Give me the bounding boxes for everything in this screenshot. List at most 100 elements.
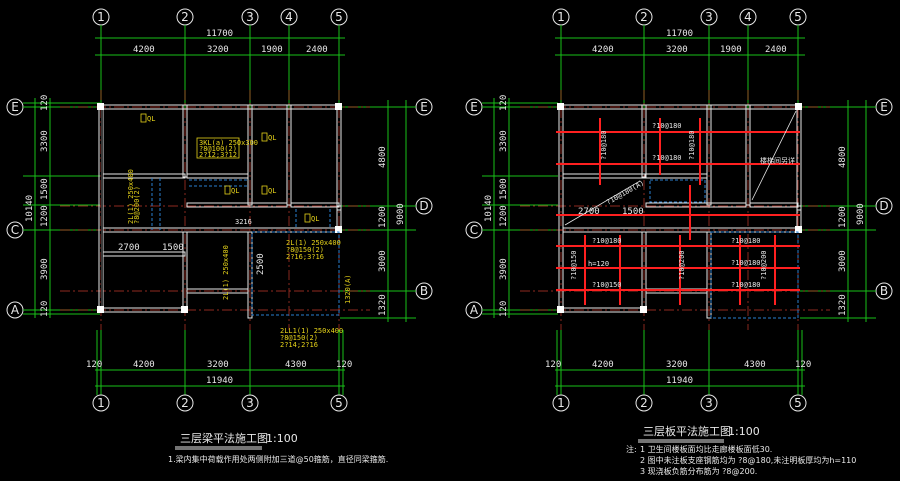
svg-text:1: 1 (97, 396, 105, 410)
svg-text:3KL(a) 250x300: 3KL(a) 250x300 (199, 139, 258, 147)
svg-text:QL: QL (268, 187, 276, 195)
beam-plan-walls (97, 103, 342, 319)
svg-text:4800: 4800 (378, 146, 388, 168)
svg-text:120: 120 (86, 360, 102, 370)
svg-text:4300: 4300 (285, 360, 307, 370)
svg-text:1500: 1500 (499, 178, 509, 200)
svg-text:9000: 9000 (396, 203, 406, 225)
beam-plan-axis-lines (60, 90, 370, 330)
axis-label: A (11, 303, 20, 317)
svg-text:1320(A): 1320(A) (344, 274, 352, 304)
slab-plan-note-2: 2 图中未注板支座钢筋均为 ?8@180,未注明板厚均为h=110 (640, 455, 856, 465)
axis-label: 4 (285, 10, 293, 24)
beam-plan-right-axis-bubbles: E D B (415, 98, 433, 300)
svg-text:3300: 3300 (40, 130, 50, 152)
beam-plan-annotations: QL QL QL QL QL 3KL(a) 250x300 ?8@100(2) … (118, 113, 352, 349)
svg-text:10140: 10140 (484, 195, 494, 222)
dim-span: 3200 (207, 45, 229, 55)
slab-plan-note-1: 1 卫生间楼板面均比走廊楼板面低30. (640, 444, 772, 454)
svg-text:?10@180: ?10@180 (652, 122, 682, 130)
svg-text:1500: 1500 (40, 178, 50, 200)
svg-text:3000: 3000 (378, 250, 388, 272)
svg-text:120: 120 (40, 301, 50, 317)
dim-span: 1900 (261, 45, 283, 55)
svg-text:11940: 11940 (666, 376, 693, 386)
slab-plan-right-dimensions: 9000 4800 1200 3000 1320 (800, 100, 876, 322)
svg-text:3200: 3200 (666, 360, 688, 370)
svg-text:2L(1) 250x400: 2L(1) 250x400 (222, 245, 230, 300)
svg-text:4200: 4200 (592, 45, 614, 55)
slab-plan: 1 2 3 4 5 11700 4200 3200 1900 2400 (465, 8, 893, 476)
svg-text:2?14;2?16: 2?14;2?16 (280, 341, 318, 349)
svg-text:3900: 3900 (40, 258, 50, 280)
svg-text:5: 5 (335, 396, 343, 410)
beam-plan: 1 2 3 4 5 11700 4200 3200 1900 2400 (6, 8, 433, 464)
dim-total: 10140 (25, 195, 35, 222)
slab-plan-note-3: 3 现浇板负筋分布筋为 ?8@200. (640, 466, 757, 476)
svg-text:9000: 9000 (856, 203, 866, 225)
svg-text:楼梯间另详: 楼梯间另详 (760, 156, 795, 165)
dim-total: 11700 (206, 29, 233, 39)
svg-text:2?12;3?12: 2?12;3?12 (199, 151, 237, 159)
beam-plan-top-axis-bubbles: 1 2 3 4 5 (92, 8, 348, 26)
beam-plan-scale: 1:100 (266, 432, 298, 445)
axis-label: E (11, 100, 19, 114)
svg-text:2LL1(1) 250x400: 2LL1(1) 250x400 (280, 327, 343, 335)
svg-text:E: E (880, 100, 888, 114)
svg-text:4200: 4200 (592, 360, 614, 370)
svg-text:3200: 3200 (666, 45, 688, 55)
svg-text:3300: 3300 (499, 130, 509, 152)
slab-plan-title: 三层板平法施工图 (643, 424, 731, 438)
slab-plan-rebar (556, 118, 800, 305)
svg-text:D: D (879, 199, 888, 213)
svg-text:?8@200(2): ?8@200(2) (133, 186, 141, 224)
slab-plan-scale: 1:100 (728, 425, 760, 438)
dim-span: 2400 (306, 45, 328, 55)
svg-text:1320: 1320 (838, 294, 848, 316)
axis-label: 1 (97, 10, 105, 24)
svg-text:2400: 2400 (765, 45, 787, 55)
svg-text:?10@200: ?10@200 (760, 250, 768, 280)
svg-text:11700: 11700 (666, 29, 693, 39)
svg-text:QL: QL (147, 115, 155, 123)
svg-text:120: 120 (499, 95, 509, 111)
svg-text:1500: 1500 (622, 207, 644, 217)
svg-text:C: C (470, 223, 478, 237)
slab-plan-dashed (649, 179, 799, 319)
slab-plan-top-dimensions: 11700 4200 3200 1900 2400 (555, 25, 805, 110)
svg-text:2L(1) 250x400: 2L(1) 250x400 (127, 169, 135, 224)
axis-label: 2 (181, 10, 189, 24)
svg-text:?10@150: ?10@150 (592, 281, 622, 289)
slab-plan-left-dimensions: 10140 120 3300 1500 1200 3900 120 (482, 95, 558, 318)
beam-plan-left-dimensions: 10140 120 3300 1500 1200 3900 120 (23, 95, 100, 318)
svg-text:?8@100(2): ?8@100(2) (199, 145, 237, 153)
svg-text:1900: 1900 (720, 45, 742, 55)
svg-text:1: 1 (557, 396, 565, 410)
dim-span: 4200 (133, 45, 155, 55)
svg-text:QL: QL (231, 187, 239, 195)
svg-text:?10@180: ?10@180 (600, 130, 608, 160)
svg-text:?10@180: ?10@180 (652, 154, 682, 162)
svg-text:3216: 3216 (235, 218, 252, 226)
axis-label: 3 (246, 10, 254, 24)
svg-text:4: 4 (744, 10, 752, 24)
slab-plan-annotations: ?10@180 ?10@180 ?10@180 ?10@180 ?10@180 … (570, 122, 795, 289)
svg-text:3200: 3200 (207, 360, 229, 370)
slab-plan-walls (557, 103, 802, 319)
svg-text:1200: 1200 (499, 205, 509, 227)
beam-plan-dashed-beams (151, 178, 340, 316)
svg-text:1200: 1200 (838, 206, 848, 228)
svg-text:?10@180: ?10@180 (731, 259, 761, 267)
svg-text:2: 2 (181, 396, 189, 410)
svg-text:120: 120 (40, 95, 50, 111)
svg-text:A: A (470, 303, 479, 317)
svg-text:3000: 3000 (838, 250, 848, 272)
slab-plan-right-axis-bubbles: E D B (875, 98, 893, 300)
svg-text:120: 120 (795, 360, 811, 370)
beam-plan-left-axis-bubbles: E C A (6, 98, 24, 319)
svg-text:120: 120 (336, 360, 352, 370)
svg-text:?10@200: ?10@200 (678, 250, 686, 280)
beam-plan-title-block: 三层梁平法施工图 1:100 1.梁内集中荷载作用处两侧附加三道@50箍筋，直径… (168, 431, 388, 464)
axis-label: C (11, 223, 19, 237)
slab-plan-left-axis-bubbles: E C A (465, 98, 483, 319)
